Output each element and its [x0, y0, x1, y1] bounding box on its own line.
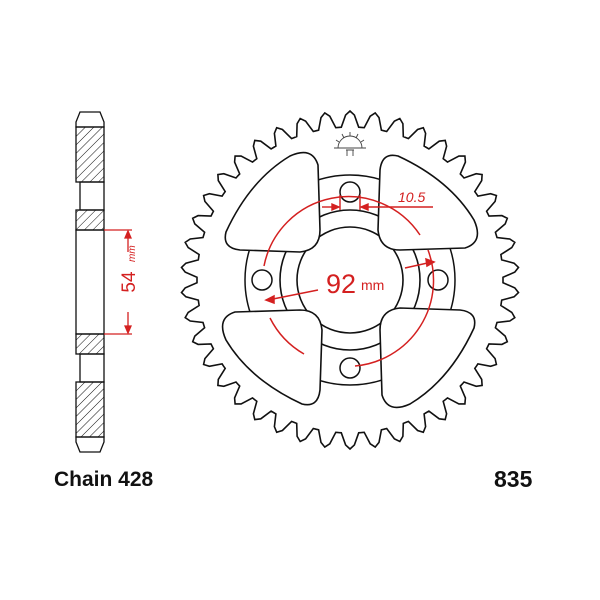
cutout: [379, 307, 476, 409]
side-view: [75, 111, 105, 453]
hub-ring: [279, 209, 421, 351]
flange-circle: [244, 174, 456, 386]
part-number: 835: [494, 466, 533, 492]
hole-dimension: [322, 195, 433, 212]
chain-label: Chain 428: [54, 468, 154, 491]
pcd-unit: mm: [361, 277, 384, 293]
bore-dimension: [104, 229, 132, 335]
center-bore: [296, 226, 404, 334]
hole-value: 10.5: [398, 189, 425, 205]
cutout: [224, 151, 321, 253]
pcd-value: 92: [326, 269, 356, 299]
sprocket-teeth-outline: [180, 109, 520, 451]
cutout: [377, 154, 479, 251]
bore-unit: mm: [127, 245, 138, 262]
lightening-cutouts: [221, 151, 479, 409]
brand-logo-icon: [334, 132, 366, 156]
cutout: [221, 309, 323, 406]
bore-value: 54: [119, 271, 140, 293]
pcd-dimension: [263, 195, 436, 367]
